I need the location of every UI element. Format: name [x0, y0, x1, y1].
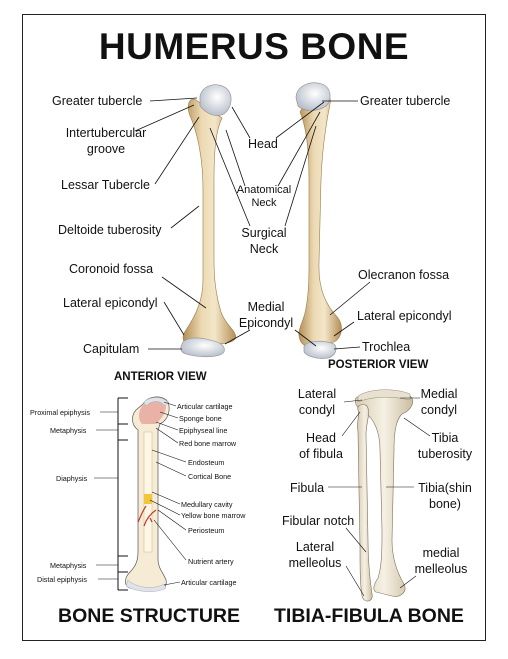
label-tibia-shin-bone: Tibia(shin bone) [412, 480, 478, 512]
label-head-of-fibula-line1: Head [306, 431, 336, 445]
label-olecranon-fossa: Olecranon fossa [358, 268, 450, 282]
label-surgical-neck: Surgical Neck [234, 225, 294, 257]
posterior-view-caption: POSTERIOR VIEW [328, 359, 429, 371]
tibia-condyles [357, 389, 411, 403]
label-medial-melleolus-line2: melleolus [414, 562, 468, 576]
label-anatomical-neck-line1: Anatomical [236, 184, 292, 196]
fibula-bone [357, 404, 373, 602]
label-lateral-melleolus-line1: Lateral [295, 540, 335, 554]
label-periosteum: Periosteum [188, 526, 225, 535]
label-endosteum: Endosteum [188, 458, 225, 467]
label-metaphysis-top: Metaphysis [50, 426, 87, 435]
long-bone-cartilage-bottom [125, 579, 167, 592]
label-trochlea: Trochlea [362, 340, 411, 354]
long-bone-spongy-top [139, 400, 166, 424]
label-medullary-cavity: Medullary cavity [181, 500, 233, 509]
tibia-leader-lines [328, 397, 431, 597]
label-lateral-condyl: Lateral condyl [290, 386, 344, 418]
long-bone-medullary-cavity [143, 431, 153, 553]
anterior-humerus-condyles [180, 337, 225, 358]
label-head-of-fibula-line2: of fibula [299, 447, 343, 461]
label-medial-epicondyl-line1: Medial [247, 300, 285, 314]
label-distal-epiphysis: Distal epiphysis [37, 575, 87, 584]
tibia-fibula-caption: TIBIA-FIBULA BONE [274, 605, 464, 627]
label-tibia-shin-line1: Tibia(shin [418, 481, 472, 495]
posterior-humerus-head [295, 82, 331, 111]
label-surgical-neck-line2: Neck [249, 242, 279, 256]
label-intertubercular-line2: groove [86, 142, 126, 156]
label-capitulam: Capitulam [83, 342, 140, 356]
tibia-fibula-illustration [354, 389, 414, 602]
label-medial-melleolus: medial melleolus [410, 545, 472, 577]
label-lateral-epicondyl-anterior: Lateral epicondyl [63, 296, 158, 310]
long-bone-yellow-marrow [144, 494, 152, 504]
label-coronoid-fossa: Coronoid fossa [69, 262, 154, 276]
long-bone-nutrient-artery [137, 505, 157, 527]
label-fibula: Fibula [290, 481, 325, 495]
humerus-leader-lines [134, 97, 371, 350]
anterior-humerus-head [199, 84, 232, 116]
label-tibia-tuberosity-line2: tuberosity [417, 447, 473, 461]
label-lateral-condyl-line1: Lateral [297, 387, 337, 401]
label-nutrient-artery: Nutrient artery [188, 557, 234, 566]
label-medial-epicondyl-line2: Epicondyl [238, 316, 294, 330]
page-title: HUMERUS BONE [98, 26, 410, 67]
label-lessar-tubercle: Lessar Tubercle [61, 178, 150, 192]
poster-frame [22, 14, 486, 641]
label-sponge-bone: Sponge bone [179, 414, 222, 423]
label-yellow-bone-marrow: Yellow bone marrow [181, 511, 246, 520]
label-epiphyseal-line: Epiphyseal line [179, 426, 228, 435]
long-bone-structure [117, 396, 170, 592]
label-diaphysis: Diaphysis [56, 474, 88, 483]
label-tibia-tuberosity-line1: Tibia [431, 431, 459, 445]
label-articular-cartilage-top: Articular cartilage [177, 402, 233, 411]
label-medial-epicondyl: Medial Epicondyl [234, 299, 298, 331]
anterior-view-caption: ANTERIOR VIEW [114, 371, 207, 383]
label-intertubercular-groove: Intertubercular groove [60, 125, 152, 157]
label-anatomical-neck: Anatomical Neck [232, 184, 296, 210]
structure-leader-lines [94, 401, 187, 586]
label-tibia-shin-line2: bone) [429, 497, 461, 511]
label-red-bone-marrow: Red bone marrow [179, 439, 237, 448]
label-medial-condyl: Medial condyl [412, 386, 466, 418]
posterior-humerus-trochlea [303, 340, 337, 359]
label-lateral-condyl-line2: condyl [298, 403, 336, 417]
label-anatomical-neck-line2: Neck [251, 197, 277, 209]
label-lateral-melleolus-line2: melleolus [288, 556, 342, 570]
label-tibia-tuberosity: Tibia tuberosity [412, 430, 478, 462]
posterior-humerus [295, 82, 342, 359]
tibia-bone [354, 391, 414, 597]
label-fibular-notch: Fibular notch [282, 514, 355, 528]
label-surgical-neck-line1: Surgical [241, 226, 287, 240]
label-medial-condyl-line1: Medial [420, 387, 458, 401]
label-head: Head [248, 137, 278, 151]
posterior-humerus-shaft [298, 92, 342, 348]
long-bone-cartilage-top [143, 397, 169, 407]
label-metaphysis-bottom: Metaphysis [50, 561, 87, 570]
label-greater-tubercle-anterior: Greater tubercle [52, 94, 143, 108]
label-medial-melleolus-line1: medial [422, 546, 460, 560]
label-intertubercular-line1: Intertubercular [65, 126, 147, 140]
label-proximal-epiphysis: Proximal epiphysis [30, 408, 90, 417]
label-deltoide-tuberosity: Deltoide tuberosity [58, 223, 162, 237]
bone-structure-caption: BONE STRUCTURE [58, 605, 241, 627]
label-cortical-bone: Cortical Bone [188, 472, 232, 481]
label-lateral-melleolus: Lateral melleolus [284, 539, 346, 571]
label-articular-cartilage-bottom: Articular cartilage [181, 578, 237, 587]
label-medial-condyl-line2: condyl [420, 403, 458, 417]
label-greater-tubercle-posterior: Greater tubercle [360, 94, 451, 108]
label-head-of-fibula: Head of fibula [290, 430, 352, 462]
anterior-humerus [180, 84, 237, 358]
label-lateral-epicondyl-posterior: Lateral epicondyl [357, 309, 452, 323]
